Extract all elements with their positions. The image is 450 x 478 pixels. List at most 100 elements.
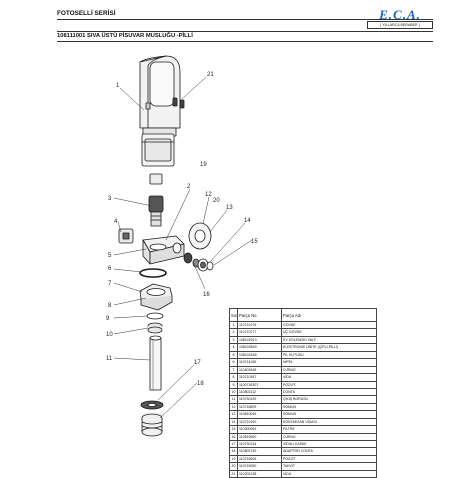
row-part-name: ÇIKIŞ BORUSU [281, 395, 377, 404]
row-no: 3 [229, 335, 238, 345]
row-part-name: ADAPTÖR CONTA [281, 447, 377, 456]
callout-3: 3 [108, 196, 112, 202]
row-part-name: O-RİNG [281, 432, 377, 442]
callout-16: 16 [203, 292, 210, 298]
col-header-part-no: Parça No [237, 308, 282, 322]
row-part-name: NİPEL [281, 358, 377, 367]
callout-12: 12 [205, 192, 212, 198]
row-no: 4 [229, 343, 238, 352]
row-part-name: EV SOLENOİD VALF [281, 335, 377, 345]
row-part-no: 108102913 [237, 335, 282, 345]
row-part-no: 110810590 [237, 432, 282, 442]
callout-1: 1 [116, 83, 120, 89]
callout-15: 15 [251, 239, 258, 245]
row-part-name: VİDA [281, 469, 377, 478]
row-no: 2 [229, 328, 238, 337]
part-adapter [141, 413, 163, 437]
header-rule-top [57, 19, 433, 20]
row-part-no: 110715006 [237, 454, 282, 464]
row-part-name: POZVİT [281, 454, 377, 464]
part-body [139, 55, 181, 137]
part-connector-body [142, 235, 185, 265]
row-part-no: 110202138 [237, 469, 282, 478]
row-no: 19 [229, 454, 238, 464]
callout-21: 21 [207, 72, 214, 78]
row-no: 17 [229, 439, 238, 449]
callout-11: 11 [106, 356, 113, 362]
callout-17: 17 [194, 360, 201, 366]
row-part-no: 110403448 [237, 365, 282, 375]
row-part-name: PİL KUTUSU [281, 350, 377, 360]
part-electronic-unit [118, 228, 134, 244]
callout-4: 4 [114, 219, 118, 225]
row-part-name: VİDA [281, 373, 377, 382]
row-part-no: 110802749 [237, 447, 282, 456]
callout-6: 6 [108, 266, 112, 272]
exploded-parts-sheet: FOTOSELLİ SERİSİ 108111001 SIVA ÜSTÜ PİS… [57, 7, 433, 478]
row-part-name: O-RİNG [281, 365, 377, 375]
part-o-ring [139, 268, 167, 278]
callout-14: 14 [244, 218, 251, 224]
row-no: 5 [229, 350, 238, 360]
part-gasket [146, 312, 164, 320]
row-part-no: 110716509 [237, 402, 282, 412]
row-part-name: ELEKTRONİK ÜNİTE (ÇİPLİ-PİLLİ) [281, 343, 377, 352]
callout-9: 9 [106, 316, 110, 322]
row-part-no: 110810046 [237, 410, 282, 419]
row-no: 21 [229, 469, 238, 478]
header-rule-middle [57, 31, 433, 32]
part-washer [140, 400, 164, 410]
row-no: 15 [229, 425, 238, 434]
callout-8: 8 [108, 303, 112, 309]
row-part-no: 110710176 [237, 320, 282, 330]
part-nut [139, 283, 173, 311]
row-no: 10 [229, 387, 238, 397]
row-no: 14 [229, 417, 238, 427]
part-cover-disc [188, 222, 212, 250]
row-no: 12 [229, 402, 238, 412]
row-part-no: 108102448 [237, 350, 282, 360]
row-no: 18 [229, 447, 238, 456]
row-part-name: SOMUN [281, 402, 377, 412]
header-rule-bottom [57, 41, 433, 42]
parts-table: Sıra No Parça No Parça Adı 1110710176GÖV… [229, 308, 377, 478]
row-part-no: 108102649 [237, 343, 282, 352]
row-part-name: TAKVİT [281, 462, 377, 471]
row-part-no: 110714156 [237, 358, 282, 367]
logo-tagline: [ YILLARCA BERABER ] [367, 21, 433, 29]
row-part-name: ÜÇ GÖVDE [281, 328, 377, 337]
part-screws [172, 97, 185, 109]
row-part-name: KONTAKSAN VİDASI [281, 417, 377, 427]
part-solenoid-valve [148, 173, 164, 227]
row-part-name: FİLTRE [281, 425, 377, 434]
part-outlet-pipe [149, 335, 162, 391]
callout-2: 2 [187, 184, 191, 190]
row-part-no: 110710177 [237, 328, 282, 337]
exploded-view-drawing: 1 21 2 3 4 5 6 7 8 9 10 11 12 13 14 15 1… [106, 55, 258, 437]
part-small-fittings [183, 252, 214, 272]
part-small-nut [147, 322, 163, 334]
row-no: 20 [229, 462, 238, 471]
row-part-no: 110802112 [237, 387, 282, 397]
callout-20: 20 [213, 198, 220, 204]
callout-5: 5 [108, 253, 112, 259]
eca-logo: E.C.A. [ YILLARCA BERABER ] [367, 7, 433, 29]
row-part-no: 110730139 [237, 395, 282, 404]
parts-table-header: Sıra No Parça No Parça Adı [229, 308, 377, 322]
row-part-name: GÖVDE [281, 320, 377, 330]
callout-18: 18 [197, 381, 204, 387]
